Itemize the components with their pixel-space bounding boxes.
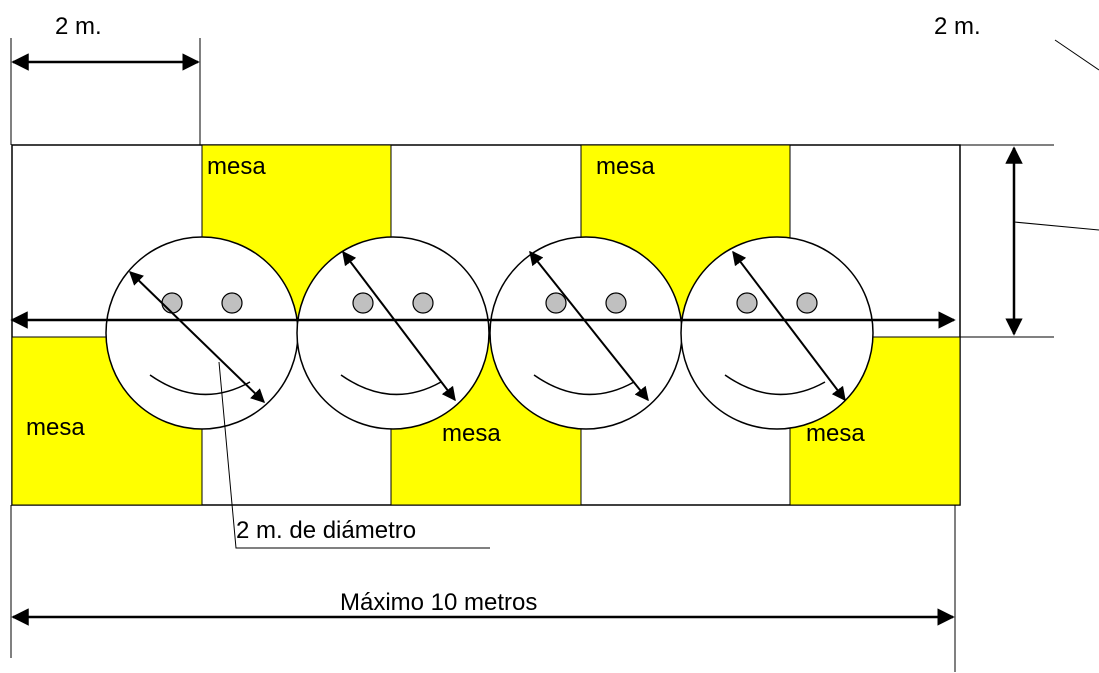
table-label-top-1: mesa <box>207 153 266 180</box>
eye-icon <box>736 292 758 314</box>
diameter-leader <box>218 361 490 549</box>
eye-icon <box>796 292 818 314</box>
dim-label-top-left: 2 m. <box>55 13 102 40</box>
leader-top-right <box>1054 39 1099 71</box>
face-4 <box>680 236 874 430</box>
diameter-label: 2 m. de diámetro <box>236 517 416 544</box>
face-1 <box>105 236 299 430</box>
eye-icon <box>161 292 183 314</box>
diameter-arrow <box>128 271 266 403</box>
eye-icon <box>605 292 627 314</box>
eye-icon <box>545 292 567 314</box>
face-2 <box>296 236 490 430</box>
face-3 <box>489 236 683 430</box>
dim-label-top-right: 2 m. <box>934 13 981 40</box>
eye-icon <box>352 292 374 314</box>
max-length-label: Máximo 10 metros <box>340 589 537 616</box>
table-label-bottom-1: mesa <box>26 414 85 441</box>
table-label-bottom-3: mesa <box>806 420 865 447</box>
table-label-bottom-2: mesa <box>442 420 501 447</box>
eye-icon <box>221 292 243 314</box>
table-label-top-2: mesa <box>596 153 655 180</box>
leader-right <box>1013 221 1099 231</box>
eye-icon <box>412 292 434 314</box>
